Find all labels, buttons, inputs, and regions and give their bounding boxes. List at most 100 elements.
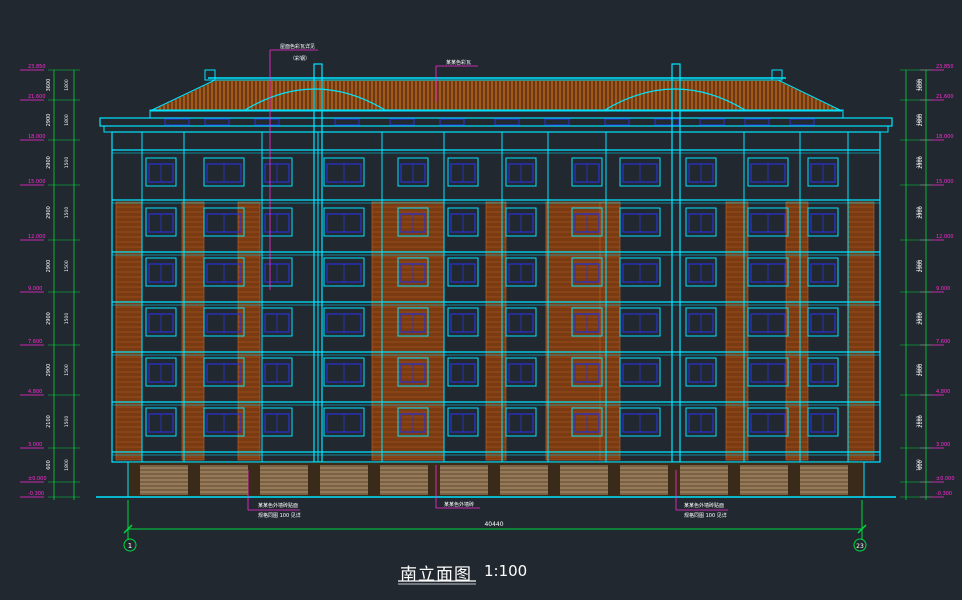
window-frame [323,407,365,437]
attic-window [604,118,630,126]
dimension-value: 2900 [46,260,52,273]
dimension-subvalue: 1800 [916,79,922,91]
dimension-value: 2900 [46,114,52,127]
window-frame [203,307,245,337]
window-frame [447,357,479,387]
svg-text:1: 1 [128,542,132,550]
window-frame [397,207,429,237]
attic-window [389,118,415,126]
dimension-value: 2100 [918,415,924,428]
window-frame [145,357,177,387]
roof-chimney-left [204,69,216,81]
dimension-value: 3600 [918,79,924,92]
elevation-label: 3.000 [936,442,950,448]
svg-text:某某色外墙砖: 某某色外墙砖 [444,501,474,508]
window-frame [619,357,661,387]
attic-window [494,118,520,126]
attic-window [164,118,190,126]
dimension-subvalue: 1500 [64,260,70,272]
elevation-label: ±0.000 [28,476,47,482]
note-base-right: 某某色外墙砖贴面 规格同图 100 见详 [675,470,728,519]
svg-text:某某色外墙砖贴面: 某某色外墙砖贴面 [684,502,724,509]
brick-panel [725,201,749,461]
svg-text:某某色外墙砖贴面: 某某色外墙砖贴面 [258,502,298,509]
elevation-label: 4.800 [28,389,42,395]
window-frame [505,357,537,387]
elevation-label: 21.600 [936,94,954,100]
attic-window [254,118,280,126]
elevation-marks-right: 23.85021.60018.00015.00012.0009.0007.600… [920,64,955,498]
window-frame [447,407,479,437]
window-frame [747,207,789,237]
base-tiles [140,465,848,495]
window-frame [397,407,429,437]
brick-panel [785,201,809,461]
elevation-label: ±0.000 [936,476,955,482]
brick-panels [115,201,875,461]
dimension-value: 2900 [918,114,924,127]
window-frame [323,307,365,337]
window-frame [807,307,839,337]
window-frame [447,207,479,237]
window-frame [323,257,365,287]
window-frame [323,207,365,237]
elevation-label: -0.300 [936,491,952,497]
roof-chimney-right [771,69,783,81]
elevation-label: -0.300 [28,491,44,497]
elevation-label: 3.000 [28,442,42,448]
attic-window [789,118,815,126]
elevation-label: 7.600 [28,339,42,345]
elevation-label: 7.600 [936,339,950,345]
window-frame [571,307,603,337]
brick-panel [485,201,507,461]
axis-bubble-right: 23 [853,538,867,552]
window-frame [571,357,603,387]
brick-panel [847,201,875,461]
window-frame [505,207,537,237]
dimension-subvalue: 1500 [64,313,70,325]
window-frame [685,307,717,337]
svg-text:（彩钢）: （彩钢） [290,55,310,62]
svg-text:规格同图 100 见详: 规格同图 100 见详 [258,512,301,519]
overall-dimension: 40440 [123,500,867,540]
attic-window [544,118,570,126]
attic-window [744,118,770,126]
attic-window [334,118,360,126]
dimension-value: 2900 [46,156,52,169]
window-frame [685,207,717,237]
window-frame [447,307,479,337]
window-frame [807,257,839,287]
elevation-label: 15.000 [28,179,46,185]
brick-panel [115,201,143,461]
elevation-label: 18.000 [28,134,46,140]
window-frame [747,157,789,187]
window-frame [685,407,717,437]
dimension-value: 3600 [46,79,52,92]
window-frame [807,207,839,237]
dimension-subvalue: 1800 [64,459,70,471]
dimension-value: 600 [918,460,924,470]
base-plinth [96,461,896,498]
roof-arch-left [244,88,386,111]
window-frame [145,157,177,187]
window-frame [145,307,177,337]
window-frame [807,407,839,437]
elevation-label: 23.850 [936,64,954,70]
attic-window [699,118,725,126]
window-frame [747,357,789,387]
note-base-mid: 某某色外墙砖 [435,465,480,509]
dimension-subvalue: 1500 [64,157,70,169]
window-frame [505,307,537,337]
dimension-value: 2900 [46,364,52,377]
window-frame [619,207,661,237]
elevation-label: 12.000 [28,234,46,240]
dimension-subvalue: 1500 [916,416,922,428]
elevation-label: 21.600 [28,94,46,100]
attic-window [204,118,230,126]
window-frame [747,257,789,287]
window-frame [505,257,537,287]
svg-text:屋面色彩瓦详见: 屋面色彩瓦详见 [280,43,315,50]
window-frame [571,257,603,287]
dimension-subvalue: 1500 [64,364,70,376]
window-frame [619,407,661,437]
